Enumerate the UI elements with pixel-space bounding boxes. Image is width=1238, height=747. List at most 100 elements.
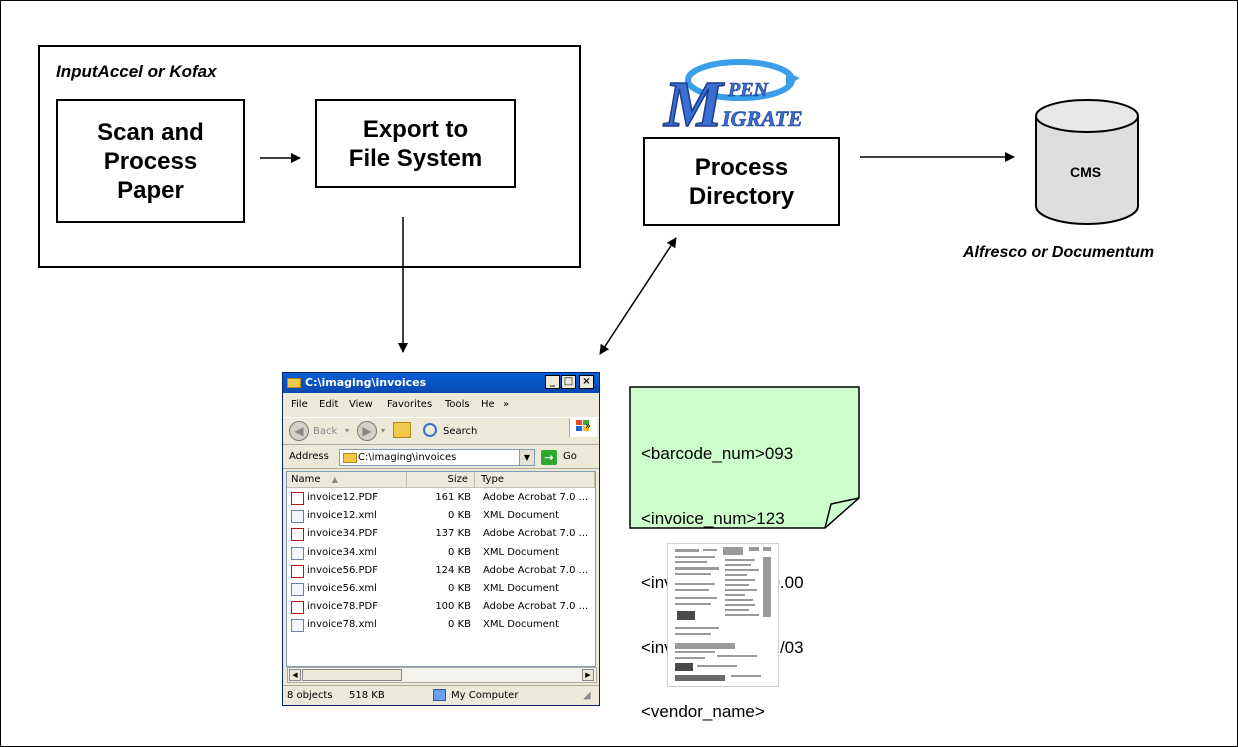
address-input[interactable]: C:\imaging\invoices [339,449,535,466]
logo-line1: PEN [727,79,770,101]
menu-favorites[interactable]: Favorites [387,399,433,410]
file-name: invoice12.xml [307,510,377,522]
scroll-thumb[interactable] [302,669,402,681]
back-arrow-icon[interactable]: ◀ [289,421,309,441]
file-type: Adobe Acrobat 7.0 ... [483,528,589,540]
file-name: invoice56.PDF [307,564,378,576]
back-button-label[interactable]: Back [313,426,338,437]
file-name: invoice34.PDF [307,528,378,540]
file-name: invoice56.xml [307,583,377,594]
file-row[interactable]: invoice78.PDF 100 KB Adobe Acrobat 7.0 ... [287,598,595,616]
explorer-titlebar[interactable]: C:\imaging\invoices _ □ × [283,373,599,393]
file-type: XML Document [483,583,560,594]
back-dropdown-icon[interactable]: ▾ [345,426,350,435]
arrow-folder-process [599,237,677,355]
file-size: 0 KB [448,546,471,558]
status-bar: 8 objects 518 KB My Computer ◢ [283,685,599,705]
address-folder-icon [343,453,357,463]
file-size: 100 KB [435,601,471,613]
capture-group-label: InputAccel or Kofax [56,62,217,81]
xml-file-icon [291,546,304,560]
file-size: 0 KB [448,583,471,594]
menu-help[interactable]: He [481,399,495,410]
toolbar-overflow-icon[interactable]: » [585,421,592,432]
column-size[interactable]: Size [407,472,475,488]
process-directory-box: Process Directory [643,137,840,226]
status-location: My Computer [451,690,519,701]
scroll-left-icon[interactable]: ◀ [289,669,301,681]
column-type[interactable]: Type [475,472,595,488]
file-type: XML Document [483,510,560,522]
xml-file-icon [291,619,304,633]
open-migrate-logo: M PEN IGRATE [662,59,803,134]
toolbar: ◀ Back ▾ ▶ ▾ Search » [283,417,599,445]
file-type: Adobe Acrobat 7.0 ... [483,601,589,613]
file-row[interactable]: invoice34.xml 0 KB XML Document [287,544,595,562]
logo-line2: IGRATE [721,106,803,131]
pdf-file-icon [291,601,304,615]
forward-dropdown-icon[interactable]: ▾ [381,426,386,435]
scroll-right-icon[interactable]: ▶ [582,669,594,681]
maximize-button[interactable]: □ [561,375,576,389]
menu-overflow-icon[interactable]: » [503,399,510,410]
address-dropdown-icon[interactable]: ▼ [519,449,535,466]
close-button[interactable]: × [579,375,594,389]
resize-grip-icon[interactable]: ◢ [583,690,591,701]
status-total-size: 518 KB [349,690,385,701]
explorer-title: C:\imaging\invoices [305,376,427,389]
menu-tools[interactable]: Tools [445,399,470,410]
file-name: invoice12.PDF [307,492,378,503]
file-size: 0 KB [448,619,471,631]
file-name: invoice34.xml [307,546,377,558]
process-directory-label: Process Directory [688,153,795,210]
file-row[interactable]: invoice12.xml 0 KB XML Document [287,507,595,525]
logo-initials: M [663,68,725,134]
file-size: 0 KB [448,510,471,522]
file-type: Adobe Acrobat 7.0 ... [483,492,589,503]
file-size: 124 KB [435,564,471,576]
xml-note-line: <barcode_num>093 [641,444,794,463]
folder-icon [287,378,301,388]
scanned-invoice-thumbnail [667,543,779,687]
cms-label: CMS [1070,164,1102,180]
search-icon[interactable] [423,423,437,437]
scan-process-box: Scan and Process Paper [56,99,245,223]
horizontal-scrollbar[interactable]: ◀ ▶ [287,667,597,683]
minimize-button[interactable]: _ [545,375,560,389]
address-label: Address [289,451,329,462]
menu-bar: File Edit View Favorites Tools He » [283,395,599,437]
pdf-file-icon [291,564,304,578]
file-size: 137 KB [435,528,471,540]
cms-database-icon [1035,99,1139,225]
file-row[interactable]: invoice56.xml 0 KB XML Document [287,580,595,598]
pdf-file-icon [291,492,304,505]
xml-note-line: <invoice_num>123 [641,508,785,528]
menu-file[interactable]: File [291,399,308,410]
go-button-label[interactable]: Go [563,451,577,462]
computer-icon [433,689,446,701]
column-size-label: Size [447,474,468,485]
file-type: XML Document [483,546,560,558]
address-bar: Address C:\imaging\invoices ▼ → Go [283,445,599,469]
file-row[interactable]: invoice34.PDF 137 KB Adobe Acrobat 7.0 ... [287,525,595,543]
menu-edit[interactable]: Edit [319,399,339,410]
column-name[interactable]: Name ▲ [287,472,407,488]
up-folder-icon[interactable] [393,422,411,438]
column-type-label: Type [481,474,504,485]
search-button-label[interactable]: Search [443,426,478,437]
go-arrow-icon[interactable]: → [541,450,557,465]
export-box: Export to File System [315,99,516,188]
xml-file-icon [291,510,304,524]
sort-ascending-icon: ▲ [331,475,338,484]
export-label: Export to File System [348,115,483,172]
menu-view[interactable]: View [349,399,373,410]
xml-note-line: <vendor_name> [641,702,765,721]
file-name: invoice78.PDF [307,601,378,613]
logo-swirl-arrow-icon [786,72,800,86]
forward-arrow-icon[interactable]: ▶ [357,421,377,441]
